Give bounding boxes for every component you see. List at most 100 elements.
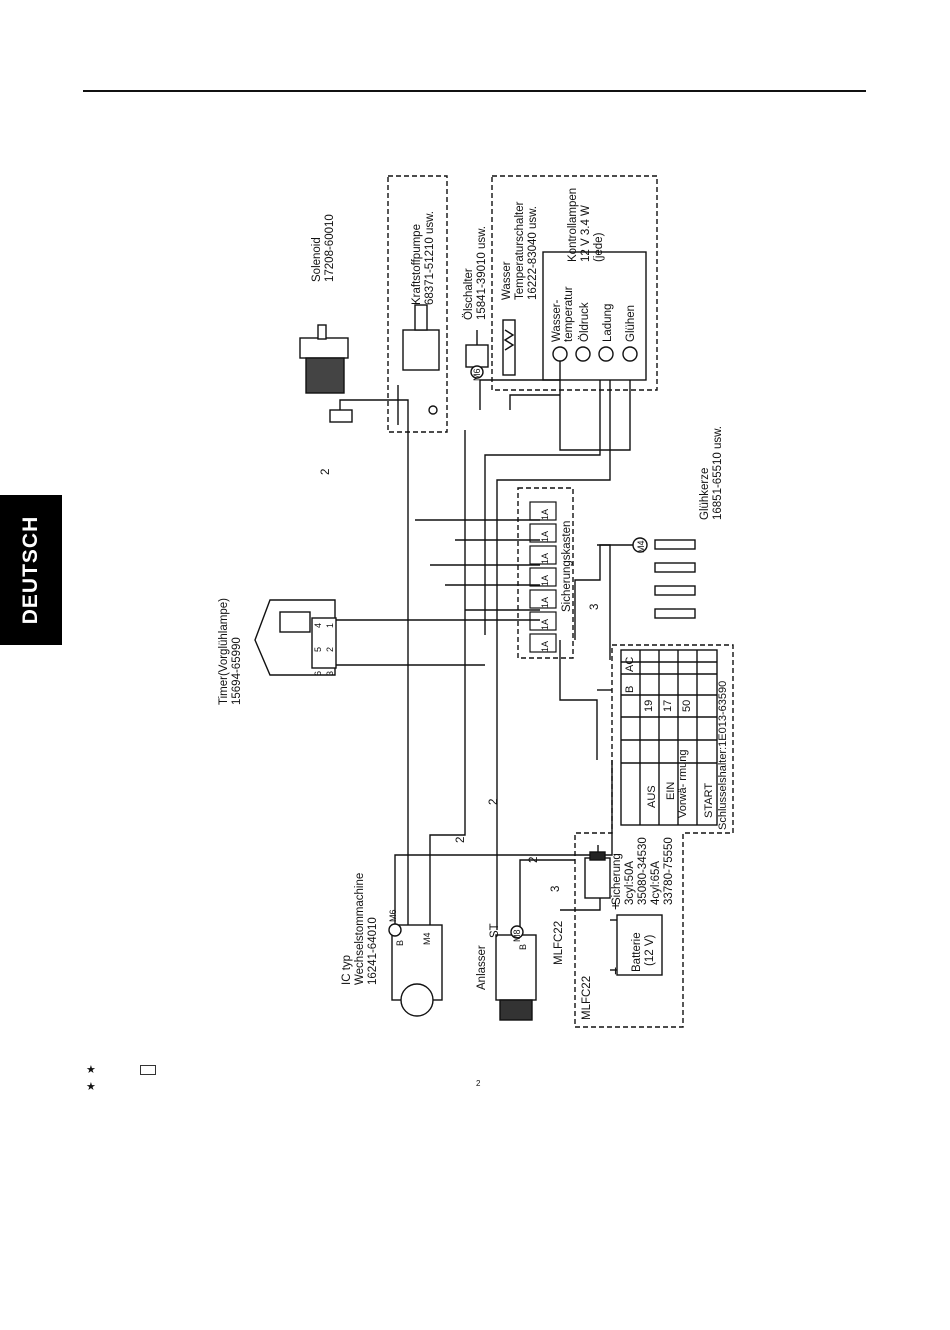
alternator-b-label: B [395, 940, 405, 946]
timer-label: Timer(Vorglühlampe) 15694-65990 [218, 598, 243, 705]
fuse-icon [584, 851, 611, 899]
svg-text:IC typ: IC typ [341, 955, 353, 985]
svg-text:Wasser-: Wasser- [551, 299, 563, 342]
fuel-pump-label: Kraftstoffpumpe 68371-51210 usw. [411, 211, 436, 305]
oil-switch-m6-label: M6 [472, 368, 482, 381]
switch-battery-dashed-area [574, 644, 734, 1028]
note-footnote: 2 [476, 1079, 481, 1088]
alternator-icon [388, 923, 443, 1017]
switch-col-17: 17 [662, 700, 674, 712]
svg-text:Sicherung: Sicherung [611, 853, 623, 905]
solenoid-icon [299, 324, 353, 423]
wire-gauge-solenoid: 2 [320, 469, 332, 475]
fuse-array [529, 501, 557, 653]
svg-text:3cyl:50A: 3cyl:50A [624, 861, 636, 905]
indicator-lamps-label: Kontrollampen 12 V 3.4 W (jede) [567, 188, 605, 262]
wire-gauge-main: 2 [528, 857, 540, 863]
battery-cable-label: MLFC22 [553, 921, 565, 965]
water-temp-switch-icon [502, 319, 516, 376]
switch-table-title: Schlusselshalter:1E013-63590 [717, 681, 729, 830]
battery-plus-label: + [607, 902, 623, 910]
fuel-pump-icon [397, 304, 440, 425]
svg-text:Temperaturschalter: Temperaturschalter [514, 201, 526, 300]
main-fuse-label: Sicherung 3cyl:50A 35080-34530 4cyl:65A … [611, 837, 675, 905]
lamp-glow-label: Glühen [625, 305, 637, 342]
top-rule [83, 90, 866, 92]
switch-col-b: B [624, 686, 636, 693]
svg-text:16222-83040 usw.: 16222-83040 usw. [527, 206, 539, 300]
svg-text:12 V 3.4 W: 12 V 3.4 W [580, 205, 592, 262]
svg-text:Kontrollampen: Kontrollampen [567, 188, 579, 262]
fuse-5-rating: 1A [540, 597, 550, 608]
glow-plug-m4-label: M4 [636, 540, 646, 553]
timer-pin-6: 6 [313, 671, 323, 676]
solenoid-label: Solenoid 17208-60010 [311, 214, 336, 282]
fuse-1-rating: 1A [540, 509, 550, 520]
fuse-box-label: Sicherungskasten [561, 521, 573, 612]
timer-pin-5: 5 [313, 647, 323, 652]
key-switch-table [620, 649, 718, 826]
svg-text:Anlasser: Anlasser [476, 945, 488, 990]
switch-row-start: START [703, 783, 715, 818]
timer-pin-3: 3 [325, 671, 335, 676]
glow-plug-icon [632, 537, 696, 619]
switch-row-ein: EIN [665, 782, 677, 800]
svg-text:Wechselstommachine: Wechselstommachine [354, 873, 366, 985]
starter-m8-label: M8 [512, 929, 522, 942]
wire-gauge-starter: 2 [488, 799, 500, 805]
starter-icon [495, 925, 537, 1021]
timer-pin-1: 1 [325, 623, 335, 628]
svg-text:Kraftstoffpumpe: Kraftstoffpumpe [411, 224, 423, 305]
svg-text:(jede): (jede) [593, 232, 605, 262]
switch-col-ac: AC [624, 657, 636, 672]
ground-cable-label: MLFC22 [581, 976, 593, 1020]
lamp-oil-label: Öldruck [579, 302, 591, 342]
language-tab: DEUTSCH [0, 495, 62, 645]
fuse-6-rating: 1A [540, 619, 550, 630]
indicator-lamps [552, 346, 638, 362]
fuse-2-rating: 1A [540, 531, 550, 542]
lamp-water-label: Wasser- temperatur [551, 286, 575, 342]
svg-text:4cyl:65A: 4cyl:65A [650, 861, 662, 905]
timer-icon [254, 599, 337, 676]
lamp-panel [542, 251, 647, 381]
lamp-charge-label: Ladung [602, 304, 614, 342]
indicator-lamp-box [491, 175, 658, 391]
wire-gauge-alt: 2 [455, 837, 467, 843]
alternator-m6-label: M6 [388, 909, 398, 922]
svg-text:15694-65990: 15694-65990 [231, 637, 243, 705]
wire-gauge-glow: 3 [589, 604, 601, 610]
starter-b-label: B [518, 944, 528, 950]
svg-text:ST: ST [489, 923, 501, 938]
svg-text:68371-51210 usw.: 68371-51210 usw. [424, 211, 436, 305]
svg-text:35080-34530: 35080-34530 [637, 837, 649, 905]
water-temp-switch-label: Wasser Temperaturschalter 16222-83040 us… [501, 201, 539, 300]
timer-pin-4: 4 [313, 623, 323, 628]
svg-text:Batterie: Batterie [631, 932, 643, 972]
switch-row-vorwaermung: Vorwä- rmung [677, 750, 689, 818]
svg-text:(12 V): (12 V) [644, 935, 656, 966]
dashed-box-symbol [140, 1065, 156, 1076]
fuse-box-outline [517, 487, 574, 659]
svg-text:33780-75550: 33780-75550 [663, 837, 675, 905]
svg-text:Timer(Vorglühlampe): Timer(Vorglühlampe) [218, 598, 230, 705]
glow-plug-label: Glühkerze 16851-65510 usw. [699, 426, 724, 520]
svg-text:17208-60010: 17208-60010 [324, 214, 336, 282]
svg-text:16241-64010: 16241-64010 [367, 917, 379, 985]
starter-label: Anlasser ST [476, 923, 501, 990]
switch-row-aus: AUS [646, 785, 658, 808]
svg-text:Solenoid: Solenoid [311, 237, 323, 282]
battery-label: Batterie (12 V) [631, 932, 656, 972]
svg-text:temperatur: temperatur [563, 286, 575, 342]
svg-text:15841-39010 usw.: 15841-39010 usw. [476, 226, 488, 320]
fuse-3-rating: 1A [540, 553, 550, 564]
note-line-2: ★ [86, 1081, 96, 1093]
battery-icon [610, 914, 663, 976]
battery-minus-label: − [607, 967, 623, 975]
fuse-7-rating: 1A [540, 641, 550, 652]
svg-text:16851-65510 usw.: 16851-65510 usw. [712, 426, 724, 520]
svg-text:Glühkerze: Glühkerze [699, 468, 711, 520]
fuel-pump-box [387, 175, 448, 433]
alternator-m4-label: M4 [422, 932, 432, 945]
